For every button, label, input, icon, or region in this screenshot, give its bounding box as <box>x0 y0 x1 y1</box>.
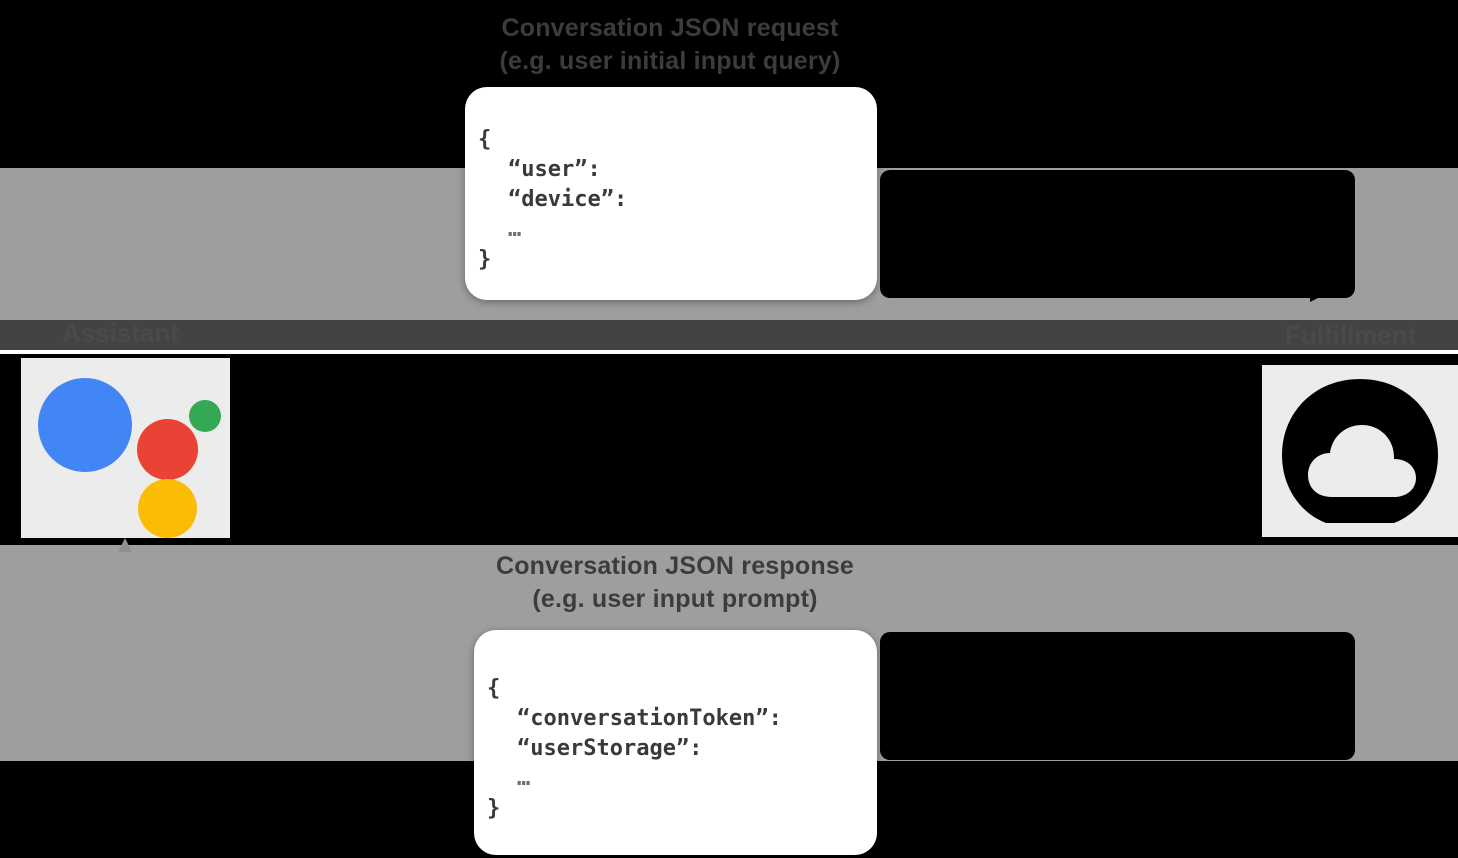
assistant-icon-tile <box>21 358 230 538</box>
cloud-icon <box>1274 375 1446 527</box>
request-json-card: { “user”: “device”: … } <box>465 87 877 300</box>
response-arrow-tail <box>125 548 470 758</box>
response-json-close-brace: } <box>487 796 501 821</box>
fulfillment-icon-tile <box>1262 365 1458 537</box>
response-arrow-head-icon <box>118 538 132 552</box>
response-json-open-brace: { <box>487 676 501 701</box>
response-json-key-conversation-token: “conversationToken”: <box>517 706 782 731</box>
request-json-key-device: “device”: <box>508 187 628 212</box>
assistant-node-label: Assistant <box>62 318 180 348</box>
request-arrow-head-icon <box>1310 278 1334 302</box>
google-assistant-yellow-dot-icon <box>138 479 197 538</box>
mid-separator-strip <box>0 320 1458 350</box>
response-json-card: { “conversationToken”: “userStorage”: … … <box>474 630 877 855</box>
request-json-key-user: “user”: <box>508 157 601 182</box>
response-label-line1: Conversation JSON response <box>495 552 855 580</box>
google-assistant-red-dot-icon <box>137 419 198 480</box>
response-label-line2: (e.g. user input prompt) <box>532 585 818 613</box>
response-json-key-user-storage: “userStorage”: <box>517 736 703 761</box>
response-json-ellipsis: … <box>517 766 532 791</box>
google-assistant-green-dot-icon <box>189 400 221 432</box>
request-label-line1: Conversation JSON request <box>501 14 839 42</box>
fulfillment-node-label: Fulfillment <box>1285 320 1417 350</box>
response-flow-label: Conversation JSON response (e.g. user in… <box>0 552 1350 614</box>
request-arrow-tail <box>110 170 470 298</box>
request-json-open-brace: { <box>478 127 492 152</box>
request-arrow-shaft <box>880 170 1355 298</box>
google-assistant-blue-dot-icon <box>38 378 132 472</box>
response-arrow-shaft <box>880 632 1355 760</box>
request-json-ellipsis: … <box>508 217 523 242</box>
request-flow-label: Conversation JSON request (e.g. user ini… <box>0 14 1340 76</box>
request-label-line2: (e.g. user initial input query) <box>499 47 841 75</box>
mid-separator-line <box>0 350 1458 354</box>
request-json-close-brace: } <box>478 247 492 272</box>
